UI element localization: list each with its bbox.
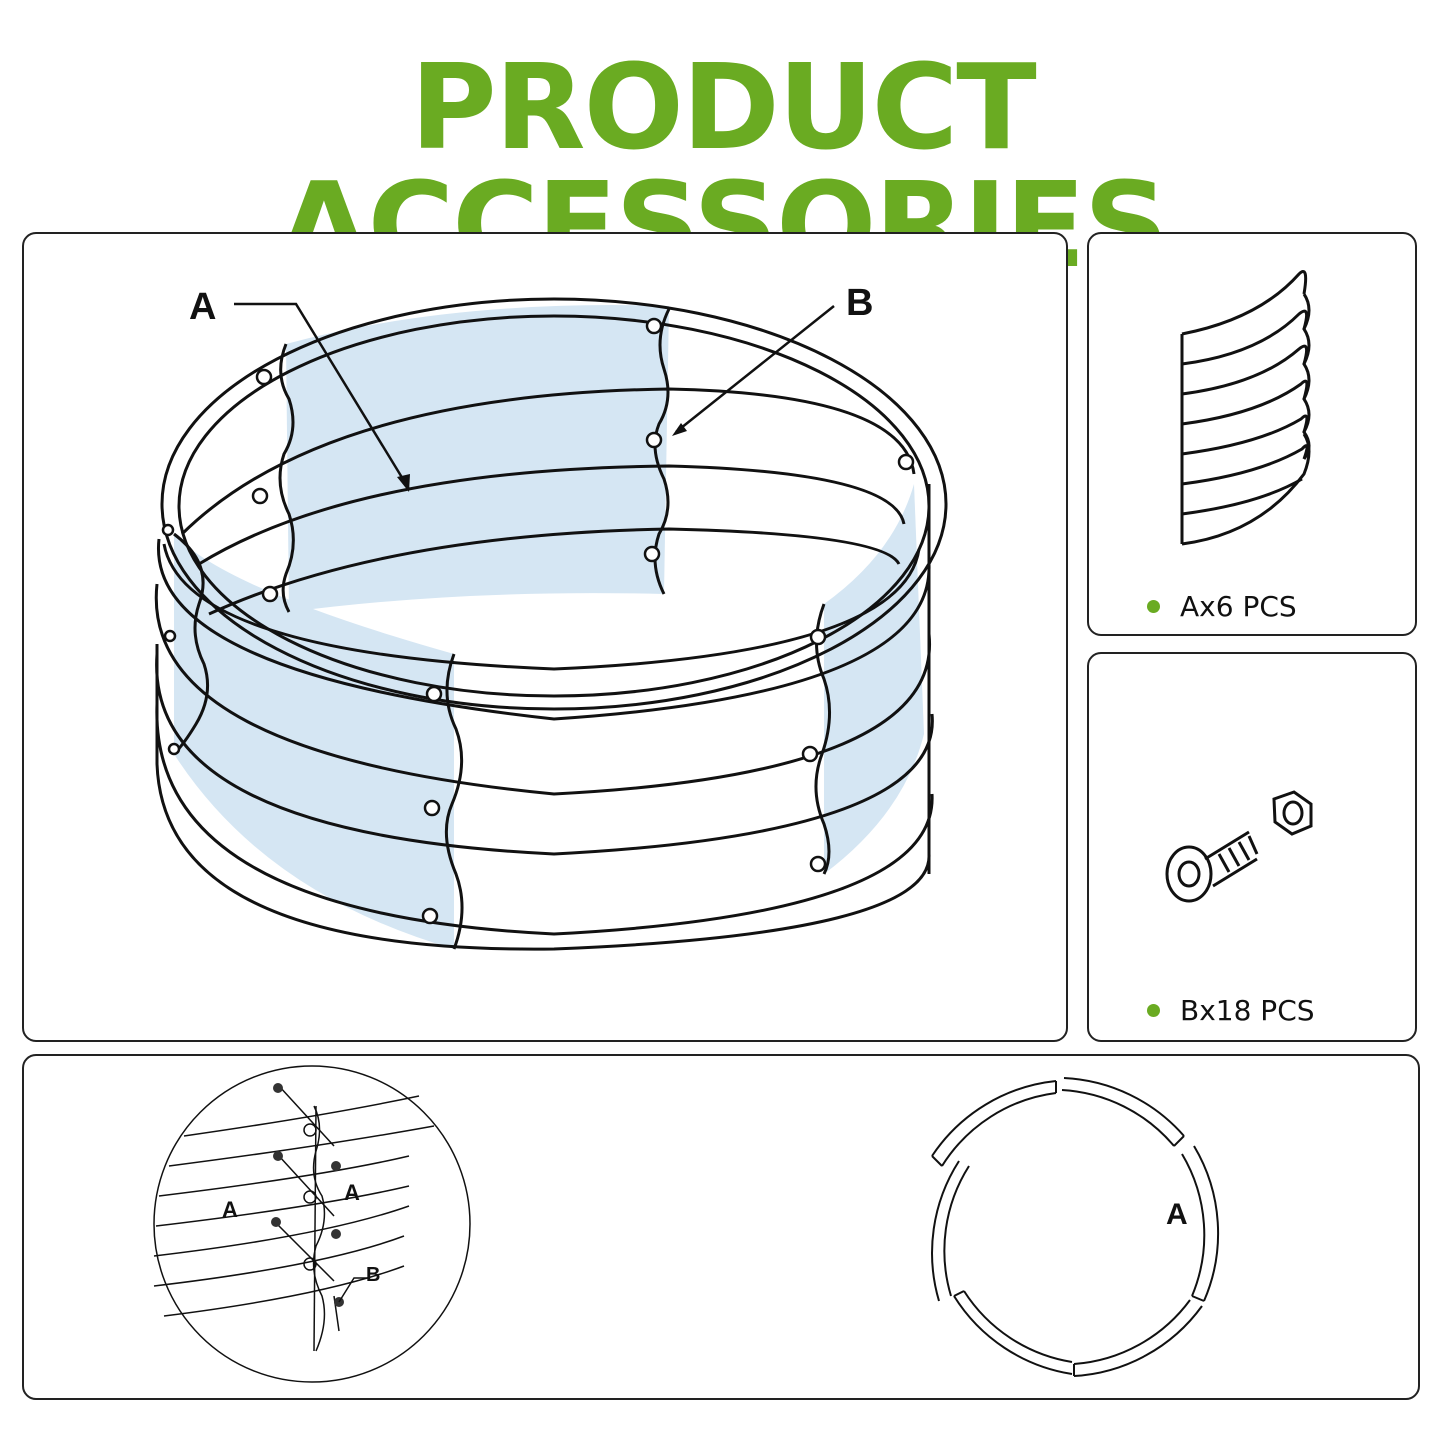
- curved-panel-icon: [1180, 270, 1311, 546]
- bullet-dot-icon: [1147, 1004, 1160, 1017]
- assembly-panel: A A B A: [22, 1054, 1420, 1400]
- part-a-panel: Ax6 PCS: [1087, 232, 1417, 636]
- ring-label-a: A: [1166, 1198, 1188, 1231]
- part-a-caption-text: Ax6 PCS: [1180, 590, 1297, 623]
- assembly-illustration: [153, 1065, 1220, 1383]
- part-b-panel: Bx18 PCS: [1087, 652, 1417, 1042]
- raised-bed-illustration: [154, 297, 948, 951]
- part-a-caption: Ax6 PCS: [1147, 590, 1297, 623]
- label-a: A: [189, 286, 217, 328]
- detail-label-a1: A: [222, 1197, 238, 1222]
- detail-label-b: B: [366, 1264, 381, 1286]
- label-b: B: [846, 282, 874, 324]
- bullet-dot-icon: [1147, 600, 1160, 613]
- part-b-caption: Bx18 PCS: [1147, 994, 1315, 1027]
- part-b-caption-text: Bx18 PCS: [1180, 994, 1315, 1027]
- main-diagram-panel: A B: [22, 232, 1068, 1042]
- detail-label-a2: A: [344, 1180, 360, 1205]
- bolt-and-nut-icon: [1165, 790, 1313, 903]
